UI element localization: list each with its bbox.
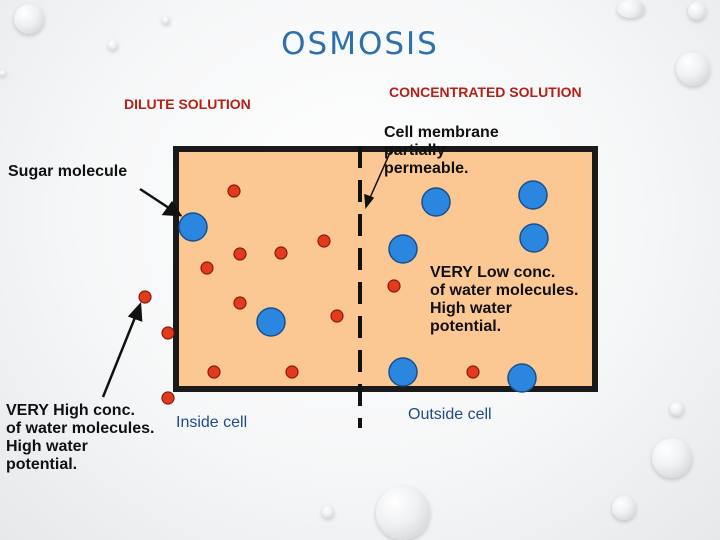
water-molecule	[233, 296, 247, 310]
water-molecule	[387, 279, 401, 293]
water-molecule	[285, 365, 299, 379]
water-droplet-decoration	[108, 40, 118, 50]
right-water-concentration-label: VERY Low conc. of water molecules. High …	[430, 264, 579, 336]
right-label-line: High water	[430, 300, 512, 317]
dilute-solution-heading: DILUTE SOLUTION	[124, 96, 251, 112]
water-droplet-decoration	[322, 506, 334, 518]
membrane-label-line: permeable.	[384, 160, 469, 177]
water-droplet-decoration	[0, 70, 6, 76]
sugar-molecule	[507, 363, 537, 393]
water-droplet-decoration	[617, 0, 645, 18]
inside-cell-label: Inside cell	[176, 414, 248, 431]
water-droplet-decoration	[14, 4, 44, 34]
water-droplet-decoration	[162, 16, 170, 24]
left-label-line: VERY High conc.	[6, 402, 135, 419]
page-title: OSMOSIS	[281, 26, 439, 62]
arrow-to-sugar-molecule	[139, 187, 183, 217]
water-droplet-decoration	[652, 438, 692, 478]
water-molecule	[161, 391, 175, 405]
concentrated-solution-heading: CONCENTRATED SOLUTION	[389, 84, 582, 100]
water-droplet-decoration	[688, 2, 706, 20]
left-water-concentration-label: VERY High conc. of water molecules. High…	[6, 402, 155, 474]
water-molecule	[161, 326, 175, 340]
water-molecule	[233, 247, 247, 261]
right-label-line: VERY Low conc.	[430, 264, 556, 281]
sugar-molecule	[421, 187, 451, 217]
arrow-to-water-molecule	[101, 301, 143, 398]
sugar-molecule	[388, 357, 418, 387]
sugar-molecule	[519, 223, 549, 253]
sugar-molecule	[518, 180, 548, 210]
water-molecule	[466, 365, 480, 379]
water-molecule	[200, 261, 214, 275]
water-molecule	[138, 290, 152, 304]
water-droplet-decoration	[612, 496, 636, 520]
left-label-line: of water molecules.	[6, 420, 155, 437]
water-droplet-decoration	[676, 52, 710, 86]
water-molecule	[207, 365, 221, 379]
membrane-label-line: partially	[384, 142, 446, 159]
sugar-molecule	[388, 234, 418, 264]
membrane-label-line: Cell membrane	[384, 124, 499, 141]
right-label-line: of water molecules.	[430, 282, 579, 299]
sugar-molecule-label: Sugar molecule	[8, 163, 128, 180]
right-label-line: potential.	[430, 318, 502, 335]
water-droplet-decoration	[670, 402, 684, 416]
left-label-line: High water	[6, 438, 88, 455]
water-molecule	[227, 184, 241, 198]
sugar-molecule	[256, 307, 286, 337]
left-label-line: potential.	[6, 456, 78, 473]
sugar-molecule	[178, 212, 208, 242]
water-molecule	[274, 246, 288, 260]
membrane-label: Cell membrane partially permeable.	[384, 124, 499, 178]
outside-cell-label: Outside cell	[408, 406, 492, 423]
arrow-to-membrane	[364, 145, 394, 209]
water-molecule	[330, 309, 344, 323]
water-molecule	[317, 234, 331, 248]
water-droplet-decoration	[376, 486, 430, 540]
